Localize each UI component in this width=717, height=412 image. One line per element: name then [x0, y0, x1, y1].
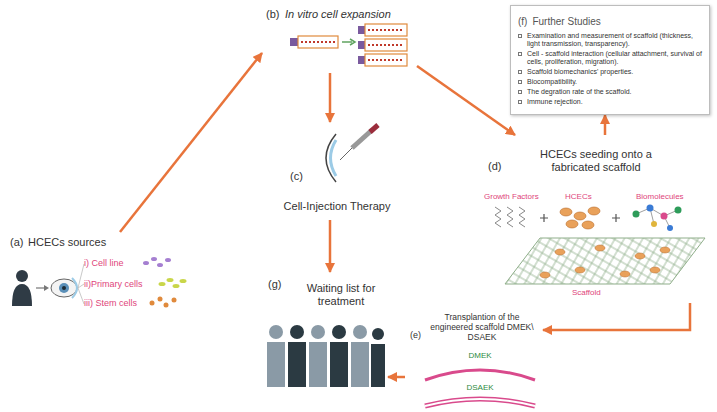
stage-title: Cell-Injection Therapy: [274, 200, 400, 213]
graft-label: DMEK: [455, 351, 505, 360]
step-label: (d): [488, 160, 506, 173]
component-label: HCECs: [565, 192, 605, 201]
study-item: Biocompatibility.: [518, 78, 702, 86]
flow-arrow: [417, 66, 515, 135]
flow-arrow: [329, 220, 332, 272]
stage-group: (e)Transplantion of the engineered scaff…: [405, 300, 543, 410]
bullet-square: [518, 34, 522, 38]
stage-group: (b)In vitro cell expansion: [262, 5, 417, 73]
stage-title: Transplantion of the engineered scaffold…: [430, 313, 534, 342]
source-item: i) Cell line: [84, 258, 144, 268]
flow-arrow: [543, 303, 690, 330]
flow-arrow: [329, 73, 332, 122]
study-item: Immune rejection.: [518, 98, 702, 106]
step-label: (f): [518, 16, 527, 28]
step-label: (b): [266, 8, 284, 21]
stem-cells: [150, 297, 177, 308]
study-item: Cell - scaffold interaction (cellular at…: [518, 50, 702, 66]
stage-title: Waiting list for treatment: [296, 282, 386, 307]
primary-cells: [159, 278, 187, 288]
waiting-people: [267, 325, 385, 387]
culture-flasks: [290, 24, 407, 66]
stage-group: (g) Waiting list for treatment: [262, 272, 388, 390]
graft-label: DSAEK: [455, 383, 505, 392]
scaffold-mesh: [505, 238, 705, 284]
growth-factor-springs: [495, 207, 525, 227]
bullet-square: [518, 100, 522, 104]
stage-group: (c) Cell-Injection Therapy: [272, 122, 402, 220]
hcec-cells: [560, 207, 600, 229]
biomolecules: [633, 205, 682, 232]
injection-eye: [326, 125, 378, 182]
flow-arrow: [604, 115, 607, 135]
bullet-square: [518, 70, 522, 74]
bullet-square: [518, 80, 522, 84]
dmek-graft: [425, 370, 535, 380]
step-label: (c): [290, 170, 308, 183]
cornea-eye: [51, 264, 84, 304]
dsaek-graft: [425, 399, 535, 406]
bullet-square: [518, 90, 522, 94]
box-heading: Further Studies: [532, 16, 600, 28]
cell-line-cells: [143, 257, 171, 267]
study-item: Scaffold biomechanics' properties.: [518, 68, 702, 76]
step-label: (g): [268, 278, 286, 291]
stage-group: (a)HCECs sources i) Cell line ii)Primary c…: [8, 232, 188, 314]
notes-box: (f) Further StudiesExamination and measur…: [510, 5, 710, 115]
plus-sign: [540, 214, 548, 222]
flow-arrow: [388, 376, 405, 379]
source-item: iii) Stem cells: [84, 298, 149, 308]
flow-arrow: [120, 53, 262, 232]
scaffold-label: Scaffold: [572, 288, 622, 297]
component-label: Growth Factors: [484, 192, 544, 201]
study-item: The degration rate of the scaffold.: [518, 88, 702, 96]
component-label: Biomolecules: [636, 192, 696, 201]
stage-group: (d) HCECs seeding onto a fabricated scaff…: [478, 135, 712, 303]
stage-title: In vitro cell expansion: [285, 8, 415, 21]
donor-person: [12, 270, 32, 306]
stage-title: HCECs seeding onto a fabricated scaffold: [530, 148, 662, 173]
study-item: Examination and measurement of scaffold …: [518, 32, 702, 48]
stage-title: HCECs sources: [28, 236, 128, 249]
plus-sign: [612, 214, 620, 222]
bullet-square: [518, 52, 522, 56]
source-item: ii)Primary cells: [84, 279, 159, 289]
step-label: (e): [410, 330, 428, 340]
step-label: (a): [10, 236, 28, 249]
